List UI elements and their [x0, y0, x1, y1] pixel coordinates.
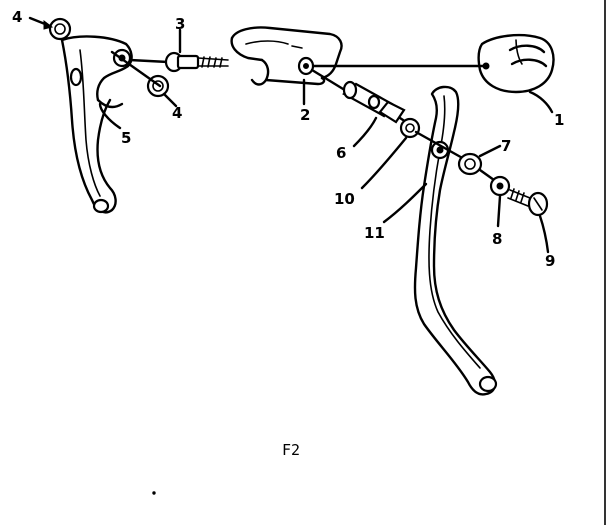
callout-4-lower: 4 [172, 104, 182, 122]
callout-9: 9 [545, 252, 555, 270]
part-8-nut [489, 175, 511, 197]
callout-6: 6 [336, 144, 346, 162]
callout-11: 11 [364, 224, 385, 242]
part-11-right-lever [413, 85, 498, 396]
part-5-left-lever [60, 35, 133, 214]
figure-label: F2 [282, 441, 300, 459]
part-9-screw [507, 188, 549, 217]
callout-7: 7 [501, 137, 511, 155]
callout-3: 3 [175, 15, 185, 33]
callout-2: 2 [300, 106, 310, 124]
part-3-screw [128, 51, 229, 73]
part-1-ferrule [477, 33, 555, 94]
callout-8: 8 [492, 230, 502, 248]
part-7-bushing [457, 152, 483, 176]
callout-1: 1 [554, 111, 564, 129]
callout-4-top: 4 [12, 8, 22, 26]
part-10-washer [399, 117, 421, 139]
callout-10: 10 [334, 190, 355, 208]
part-4-washer-top [48, 17, 72, 41]
leader-lines [28, 16, 554, 254]
callout-5: 5 [121, 129, 131, 147]
speck-dot [152, 491, 156, 495]
part-6-barrel-adjuster [310, 68, 414, 128]
callout-labels: 4 3 4 5 2 1 6 10 11 7 8 9 [12, 8, 564, 270]
part-2-clamp-body [230, 26, 343, 86]
